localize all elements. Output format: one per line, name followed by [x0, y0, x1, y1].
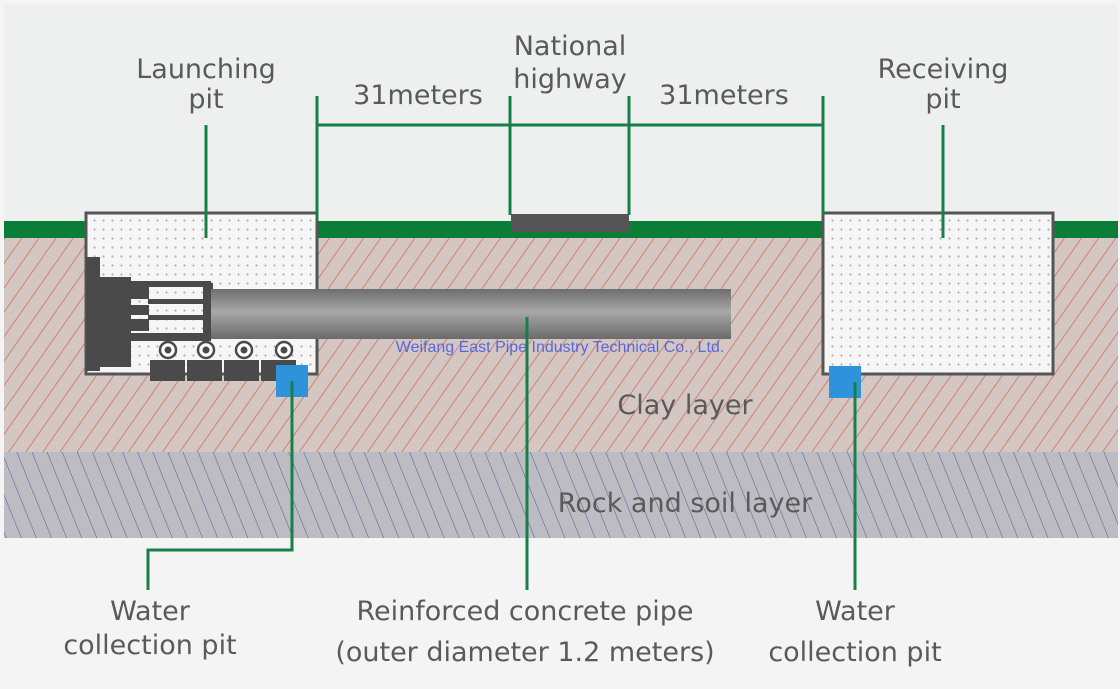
clay-layer-label: Clay layer	[617, 390, 753, 421]
pipe-label-line2: (outer diameter 1.2 meters)	[335, 637, 714, 668]
water-pit-left-label-line1: Water	[110, 596, 191, 627]
national-highway-road	[511, 214, 629, 232]
national-highway-label-line1: National	[514, 31, 627, 62]
rock-soil-layer	[4, 452, 1118, 538]
sky-background	[4, 4, 1118, 222]
jacking-machine	[86, 257, 213, 371]
national-highway-label-line2: highway	[513, 64, 626, 95]
pipe-label-line1: Reinforced concrete pipe	[356, 596, 693, 627]
rock-soil-layer-label: Rock and soil layer	[558, 488, 813, 519]
receiving-pit-label-line1: Receiving	[878, 54, 1009, 85]
leader-lines	[146, 96, 945, 590]
water-pit-left-label-line2: collection pit	[63, 630, 236, 661]
launching-pit-label-line2: pit	[188, 84, 223, 115]
distance-left-label: 31meters	[353, 80, 483, 111]
water-pit-right-label-line1: Water	[815, 596, 896, 627]
distance-right-label: 31meters	[659, 80, 789, 111]
receiving-pit-label-line2: pit	[925, 84, 960, 115]
rollers	[158, 340, 294, 360]
concrete-pipe	[211, 289, 731, 339]
receiving-pit	[821, 211, 1055, 376]
water-pit-right-label-line2: collection pit	[768, 637, 941, 668]
bottom-background	[4, 538, 1118, 684]
launching-pit-label-line1: Launching	[136, 54, 276, 85]
watermark: Weifang East Pipe Industry Technical Co.…	[396, 339, 724, 356]
